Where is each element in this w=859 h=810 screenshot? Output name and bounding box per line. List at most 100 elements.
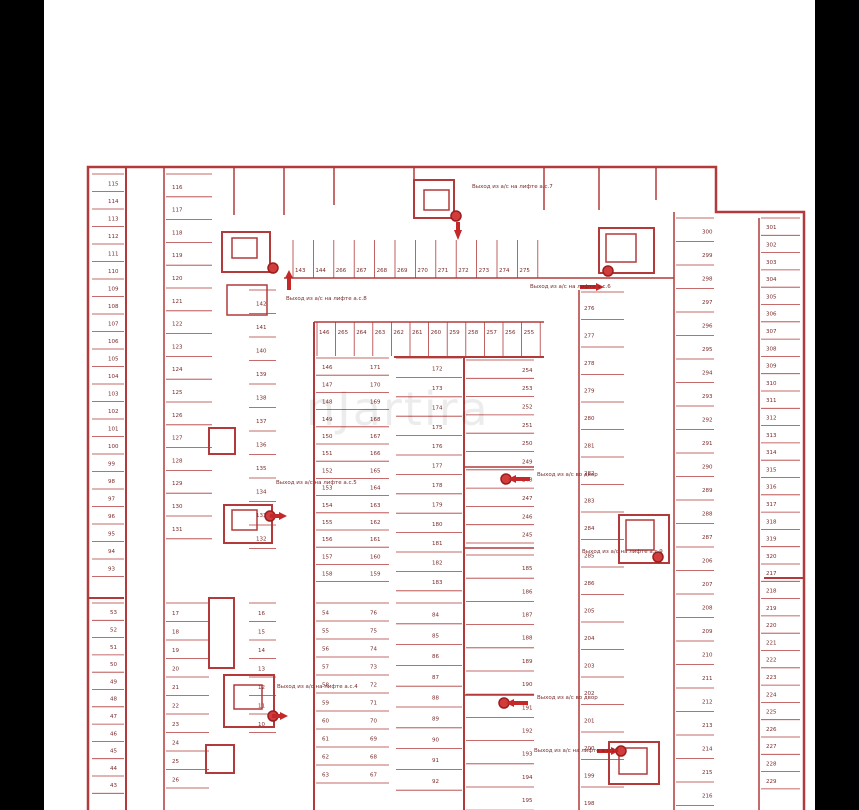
space-label-89: 89 xyxy=(432,717,439,723)
space-label-258: 258 xyxy=(468,330,479,336)
space-label-166: 166 xyxy=(370,451,381,457)
space-label-113: 113 xyxy=(108,216,119,222)
space-label-266: 266 xyxy=(336,268,347,274)
space-label-314: 314 xyxy=(766,450,777,456)
space-label-249: 249 xyxy=(522,459,533,465)
space-label-185: 185 xyxy=(522,566,533,572)
space-label-18: 18 xyxy=(172,630,179,636)
space-label-201: 201 xyxy=(584,718,595,724)
space-label-265: 265 xyxy=(338,330,349,336)
space-label-87: 87 xyxy=(432,675,439,681)
space-label-174: 174 xyxy=(432,405,443,411)
note-a10: Выход из а/с на лифте а.с.10 xyxy=(534,748,619,754)
space-label-310: 310 xyxy=(766,381,777,387)
space-label-194: 194 xyxy=(522,775,533,781)
note-a9: Выход из а/с на лифте а.с.9 xyxy=(582,549,663,555)
space-label-199: 199 xyxy=(584,773,595,779)
space-label-11: 11 xyxy=(258,704,265,710)
space-label-25: 25 xyxy=(172,759,179,765)
note-a8: Выход из а/с на лифте а.с.8 xyxy=(286,296,367,302)
space-label-149: 149 xyxy=(322,417,333,423)
space-label-188: 188 xyxy=(522,636,533,642)
space-label-114: 114 xyxy=(108,199,119,205)
space-label-20: 20 xyxy=(172,667,179,673)
space-label-208: 208 xyxy=(702,605,713,611)
space-label-136: 136 xyxy=(256,442,267,448)
space-label-224: 224 xyxy=(766,692,777,698)
space-label-285: 285 xyxy=(584,553,595,559)
space-label-187: 187 xyxy=(522,612,533,618)
space-label-216: 216 xyxy=(702,793,713,799)
space-label-251: 251 xyxy=(522,423,533,429)
space-label-227: 227 xyxy=(766,744,777,750)
exit-marker-a8 xyxy=(267,262,279,274)
space-label-245: 245 xyxy=(522,533,533,539)
exit-marker-a7 xyxy=(450,210,462,222)
space-label-152: 152 xyxy=(322,468,333,474)
space-label-91: 91 xyxy=(432,758,439,764)
space-label-311: 311 xyxy=(766,398,777,404)
space-label-43: 43 xyxy=(110,783,117,789)
space-label-101: 101 xyxy=(108,426,119,432)
space-label-146: 146 xyxy=(319,330,330,336)
space-label-16: 16 xyxy=(258,611,265,617)
space-label-215: 215 xyxy=(702,770,713,776)
space-label-319: 319 xyxy=(766,537,777,543)
space-label-161: 161 xyxy=(370,537,381,543)
space-label-158: 158 xyxy=(322,572,333,578)
space-label-111: 111 xyxy=(108,251,119,257)
space-label-142: 142 xyxy=(256,301,267,307)
space-label-301: 301 xyxy=(766,225,777,231)
space-label-104: 104 xyxy=(108,374,119,380)
space-label-115: 115 xyxy=(108,181,119,187)
space-label-57: 57 xyxy=(322,665,329,671)
space-label-153: 153 xyxy=(322,486,333,492)
space-label-55: 55 xyxy=(322,629,329,635)
space-label-316: 316 xyxy=(766,485,777,491)
space-label-171: 171 xyxy=(370,365,381,371)
space-label-283: 283 xyxy=(584,498,595,504)
space-label-19: 19 xyxy=(172,648,179,654)
space-label-160: 160 xyxy=(370,554,381,560)
space-label-271: 271 xyxy=(438,268,449,274)
space-label-195: 195 xyxy=(522,798,533,804)
space-label-151: 151 xyxy=(322,451,333,457)
space-label-59: 59 xyxy=(322,701,329,707)
space-label-263: 263 xyxy=(375,330,386,336)
exit-marker-a6 xyxy=(602,265,614,277)
space-label-223: 223 xyxy=(766,675,777,681)
space-label-21: 21 xyxy=(172,685,179,691)
space-label-190: 190 xyxy=(522,682,533,688)
space-label-105: 105 xyxy=(108,356,119,362)
space-label-150: 150 xyxy=(322,434,333,440)
space-label-92: 92 xyxy=(432,779,439,785)
space-label-138: 138 xyxy=(256,395,267,401)
space-label-67: 67 xyxy=(370,773,377,779)
space-label-257: 257 xyxy=(486,330,497,336)
note-a4: Выход из а/с на лифте а.с.4 xyxy=(277,684,358,690)
space-label-282: 282 xyxy=(584,471,595,477)
space-label-106: 106 xyxy=(108,339,119,345)
space-label-218: 218 xyxy=(766,589,777,595)
space-label-182: 182 xyxy=(432,561,443,567)
space-label-318: 318 xyxy=(766,519,777,525)
space-label-102: 102 xyxy=(108,409,119,415)
space-label-169: 169 xyxy=(370,400,381,406)
space-label-296: 296 xyxy=(702,323,713,329)
space-label-116: 116 xyxy=(172,185,183,191)
space-label-163: 163 xyxy=(370,503,381,509)
space-label-269: 269 xyxy=(397,268,408,274)
space-label-261: 261 xyxy=(412,330,423,336)
space-label-191: 191 xyxy=(522,705,533,711)
space-label-179: 179 xyxy=(432,502,443,508)
space-label-250: 250 xyxy=(522,441,533,447)
space-label-209: 209 xyxy=(702,629,713,635)
space-label-308: 308 xyxy=(766,346,777,352)
space-label-56: 56 xyxy=(322,647,329,653)
space-label-276: 276 xyxy=(584,306,595,312)
space-label-58: 58 xyxy=(322,683,329,689)
space-label-290: 290 xyxy=(702,464,713,470)
space-label-120: 120 xyxy=(172,276,183,282)
space-label-259: 259 xyxy=(449,330,460,336)
